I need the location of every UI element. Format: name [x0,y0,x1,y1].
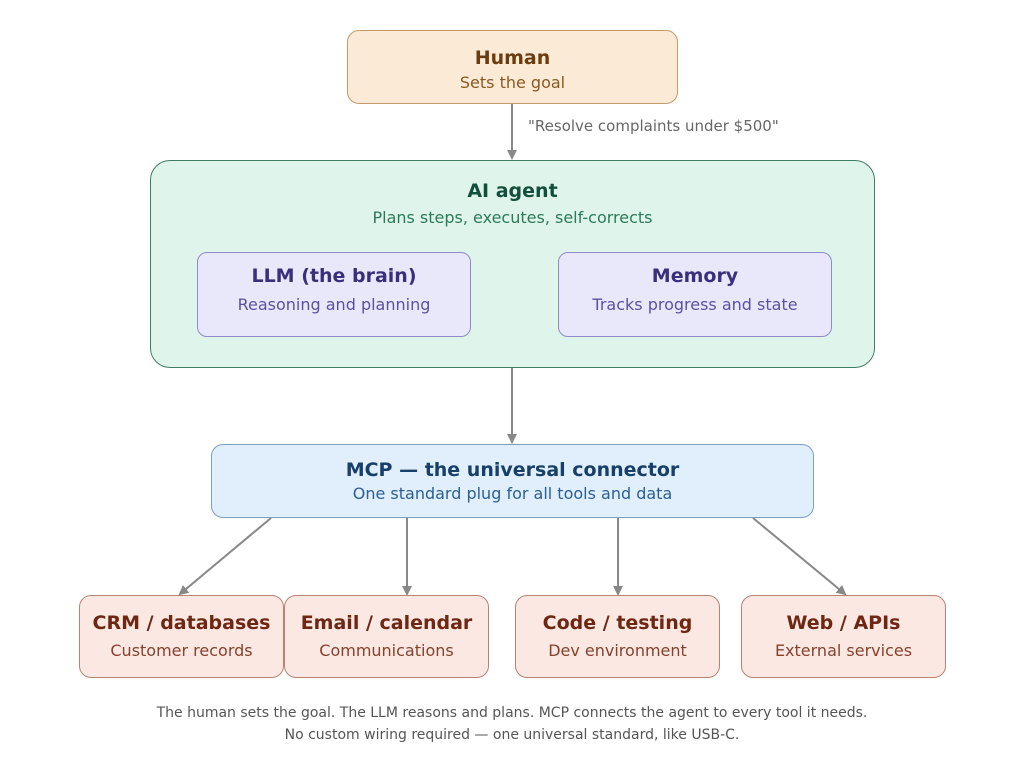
mcp-node: MCP — the universal connector One standa… [211,444,814,518]
caption-line-2: No custom wiring required — one universa… [284,727,740,743]
tool-subtitle: External services [774,641,913,660]
goal-label: "Resolve complaints under $500" [528,117,779,135]
arrow-mcp-to-web [752,517,847,596]
tool-subtitle: Communications [319,641,454,660]
tool-title: Web / APIs [786,612,901,634]
arrow-mcp-to-crm [178,517,272,596]
tool-title: CRM / databases [92,612,271,634]
tool-subtitle: Customer records [110,641,253,660]
memory-node: Memory Tracks progress and state [558,252,832,337]
llm-subtitle: Reasoning and planning [237,295,431,314]
mcp-title: MCP — the universal connector [345,459,680,481]
tool-node-code: Code / testing Dev environment [515,595,720,678]
human-subtitle: Sets the goal [459,73,566,92]
caption-line-1: The human sets the goal. The LLM reasons… [156,705,868,721]
memory-subtitle: Tracks progress and state [592,295,798,314]
agent-title: AI agent [467,180,558,202]
human-node: Human Sets the goal [347,30,678,104]
tool-title: Code / testing [542,612,693,634]
agent-subtitle: Plans steps, executes, self-corrects [372,208,653,227]
memory-title: Memory [651,265,739,287]
llm-node: LLM (the brain) Reasoning and planning [197,252,471,337]
tool-node-web: Web / APIs External services [741,595,946,678]
tool-subtitle: Dev environment [548,641,687,660]
agent-node: AI agent Plans steps, executes, self-cor… [150,160,875,368]
tool-node-crm: CRM / databases Customer records [79,595,284,678]
tool-title: Email / calendar [300,612,473,634]
mcp-subtitle: One standard plug for all tools and data [352,484,673,503]
llm-title: LLM (the brain) [251,265,417,287]
tool-node-email: Email / calendar Communications [284,595,489,678]
human-title: Human [474,47,551,69]
caption: The human sets the goal. The LLM reasons… [0,702,1024,746]
